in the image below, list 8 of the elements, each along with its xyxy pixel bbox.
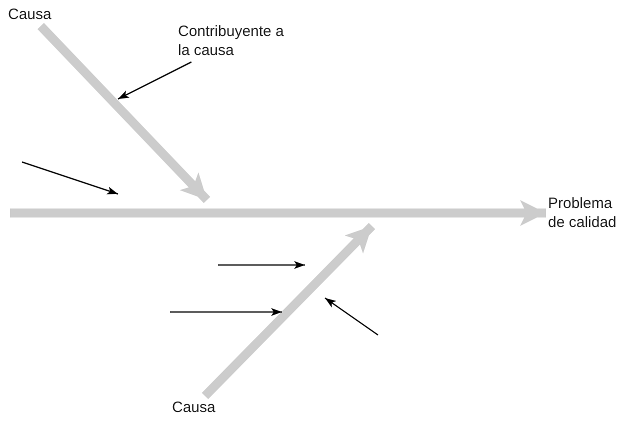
problem-label: Problema de calidad [548, 194, 628, 232]
bone-arrow [202, 222, 376, 400]
cause-label: Causa [8, 5, 52, 24]
contributor-label: Contribuyente a la causa [178, 22, 288, 60]
spine-arrow [10, 200, 546, 226]
arrow [118, 61, 192, 100]
bone-arrow [37, 22, 210, 204]
cause-label: Causa [172, 398, 216, 417]
